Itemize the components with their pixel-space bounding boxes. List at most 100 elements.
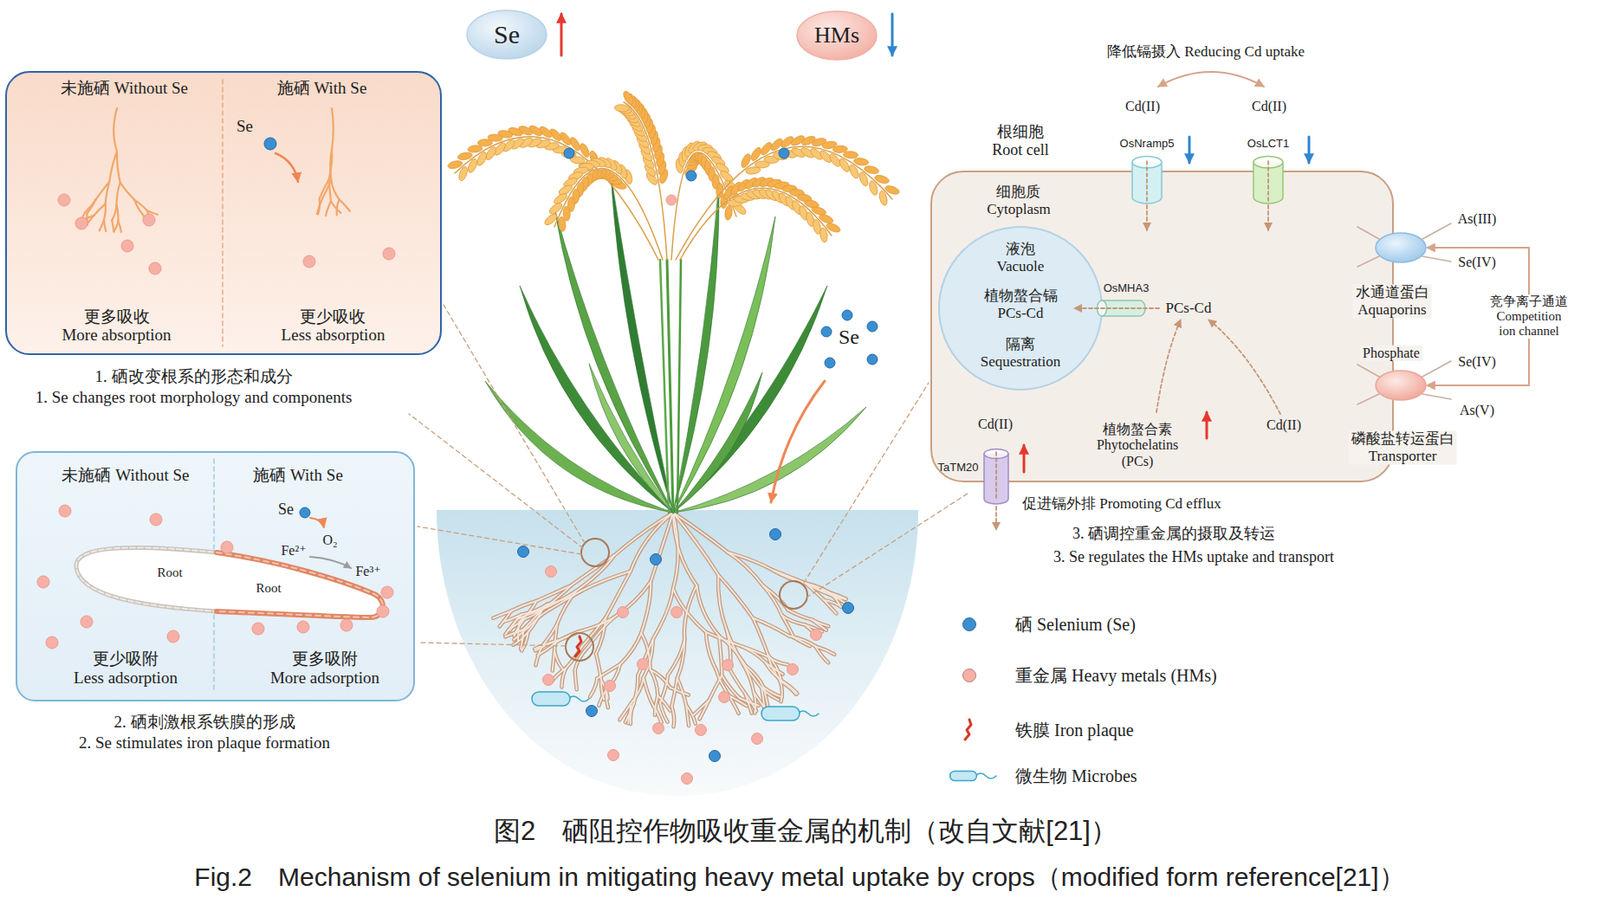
root-core — [653, 589, 674, 641]
ellipse-outline — [796, 11, 877, 60]
node-text: TaTM20 — [938, 461, 979, 475]
root-outline — [706, 632, 743, 648]
root-core — [727, 552, 764, 587]
root-core — [634, 675, 639, 704]
root-core — [582, 617, 607, 648]
root-branch — [330, 179, 340, 200]
node-text: Root — [156, 565, 182, 581]
node-text: O₂ — [322, 532, 337, 549]
rice-grain — [818, 226, 829, 243]
iron-plaque-mark — [575, 636, 582, 657]
selenium-dot — [518, 546, 530, 558]
root-core — [542, 624, 558, 648]
rice-grain — [477, 139, 493, 147]
text-line: 水通道蛋白 — [1355, 284, 1430, 302]
text-line: Transporter — [1351, 447, 1455, 466]
microbe-body — [950, 770, 978, 781]
node-text: Fe²⁺ — [280, 543, 306, 559]
heavy-metal-dot — [297, 621, 310, 634]
text-line: Competition — [1489, 309, 1568, 324]
heavy-metal-dot — [121, 239, 134, 253]
selenium-dot — [299, 507, 311, 519]
heavy-metal-dot — [149, 513, 162, 526]
node-decoration — [1357, 361, 1452, 405]
root-core — [652, 704, 661, 723]
node-text: 施硒 With Se — [252, 466, 344, 486]
node-text: OsLCT1 — [1247, 137, 1290, 151]
iron-plaque-mark — [965, 719, 972, 740]
heavy-metal-dot — [148, 262, 162, 275]
node-text: Phosphate — [1360, 345, 1423, 362]
text-line: Less adsorption — [73, 668, 178, 688]
root-core — [554, 651, 563, 670]
root-core — [788, 610, 812, 621]
root-branch — [338, 199, 350, 211]
se-arrow — [310, 518, 324, 528]
increase-arrow — [1023, 445, 1026, 473]
text-line: PCs-Cd — [984, 304, 1058, 323]
rice-grain — [543, 212, 559, 227]
root-core — [523, 609, 543, 630]
heavy-metal-dot — [604, 680, 616, 693]
root-core — [643, 677, 654, 705]
heavy-metal-dot — [303, 255, 316, 268]
rice-stem — [677, 259, 681, 513]
rice-grain — [466, 157, 479, 175]
root-branch — [119, 181, 135, 200]
root-branch — [336, 199, 339, 215]
rice-grain — [848, 163, 862, 181]
sequestration-flow — [1074, 307, 1160, 310]
rice-grain — [614, 103, 630, 112]
root-core — [520, 629, 524, 649]
root-core — [667, 639, 685, 676]
root-outline — [630, 512, 674, 572]
annotation-label: Se(IV) — [1457, 354, 1497, 370]
heavy-metal-dot — [637, 659, 649, 671]
node-text: 根细胞 Root cell — [991, 123, 1050, 159]
panicle-branch — [680, 187, 832, 260]
root-core — [657, 695, 670, 711]
root-core — [575, 670, 577, 691]
root-outline — [614, 512, 674, 556]
node-text: 隔离 Sequestration — [980, 336, 1062, 370]
heavy-metal-dot — [722, 660, 734, 672]
microbe-tail — [797, 711, 819, 717]
node-text: 水通道蛋白 Aquaporins — [1353, 284, 1432, 318]
ellipse-outline — [1375, 233, 1426, 263]
heavy-metal-dot — [617, 607, 629, 619]
root-core — [699, 700, 709, 720]
ellipse-outline — [466, 10, 547, 59]
root-core — [828, 594, 845, 603]
selenium-dot — [867, 321, 878, 332]
node-decoration — [1268, 161, 1270, 201]
annotation-label: Cd(II) — [1125, 98, 1160, 115]
root-core — [625, 704, 635, 723]
root-branch — [318, 179, 329, 199]
heavy-metal-dot — [376, 605, 389, 618]
root-outline — [552, 651, 555, 672]
root-branch — [328, 179, 331, 201]
heavy-metal-badge: HMs — [796, 10, 878, 61]
microbe-body — [761, 706, 800, 721]
rice-grain — [842, 150, 858, 159]
text-line: More adsorption — [270, 668, 380, 688]
root-core — [492, 611, 512, 619]
root-branch — [134, 199, 143, 214]
selenium-dot — [586, 706, 598, 718]
rice-grain — [857, 170, 870, 188]
heavy-metal-dot — [543, 674, 555, 687]
heavy-metal-dot — [142, 213, 156, 227]
heavy-metal-dot — [719, 692, 731, 704]
rice-grain — [446, 159, 463, 170]
node-text: 更多吸收 More absorption — [61, 307, 171, 346]
root-outline — [589, 679, 597, 698]
root-core — [671, 678, 677, 707]
iron-plaque-layer — [216, 552, 383, 618]
channel-spoke — [1422, 223, 1452, 240]
root-core — [686, 706, 689, 727]
root-outline — [719, 635, 722, 676]
root-core — [537, 585, 572, 602]
channel-spoke — [1422, 361, 1452, 377]
decrease-arrow — [891, 13, 894, 56]
